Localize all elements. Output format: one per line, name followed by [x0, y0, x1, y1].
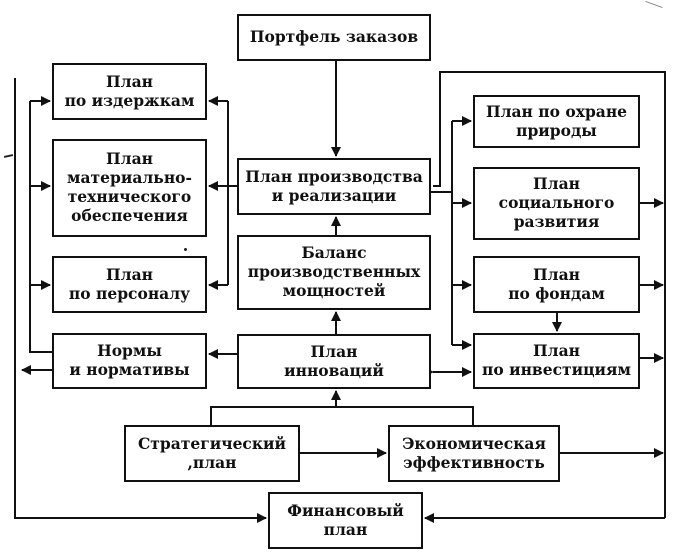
box-capacity-balance: Баланс производственных мощностей: [237, 235, 431, 310]
box-funds-plan: План по фондам: [473, 256, 640, 313]
line-bottom-bracket: [210, 406, 474, 425]
line-right-bracket: [431, 191, 453, 345]
line-norms-left-loop: [29, 101, 52, 353]
stray-dot-mark: [184, 248, 187, 251]
box-economic-efficiency: Экономическая эффективность: [388, 425, 560, 482]
box-financial-plan: Финансовый план: [268, 492, 423, 549]
box-investment-plan: План по инвестициям: [473, 333, 640, 389]
box-material-supply-plan: План материально- технического обеспечен…: [52, 139, 207, 237]
box-personnel-plan: План по персоналу: [52, 256, 207, 313]
box-strategic-plan: Стратегический ,план: [124, 425, 300, 482]
box-cost-plan: План по издержкам: [52, 63, 207, 120]
box-innovation-plan: План инноваций: [237, 334, 431, 389]
box-social-development-plan: План социального развития: [473, 167, 640, 240]
box-order-portfolio: Портфель заказов: [237, 14, 431, 61]
box-norms: Нормы и нормативы: [52, 333, 207, 389]
box-nature-protection-plan: План по охране природы: [473, 95, 640, 148]
line-outer-left: [14, 78, 267, 523]
line-outer-frame: [433, 71, 666, 518]
box-production-plan: План производства и реализации: [237, 158, 431, 215]
